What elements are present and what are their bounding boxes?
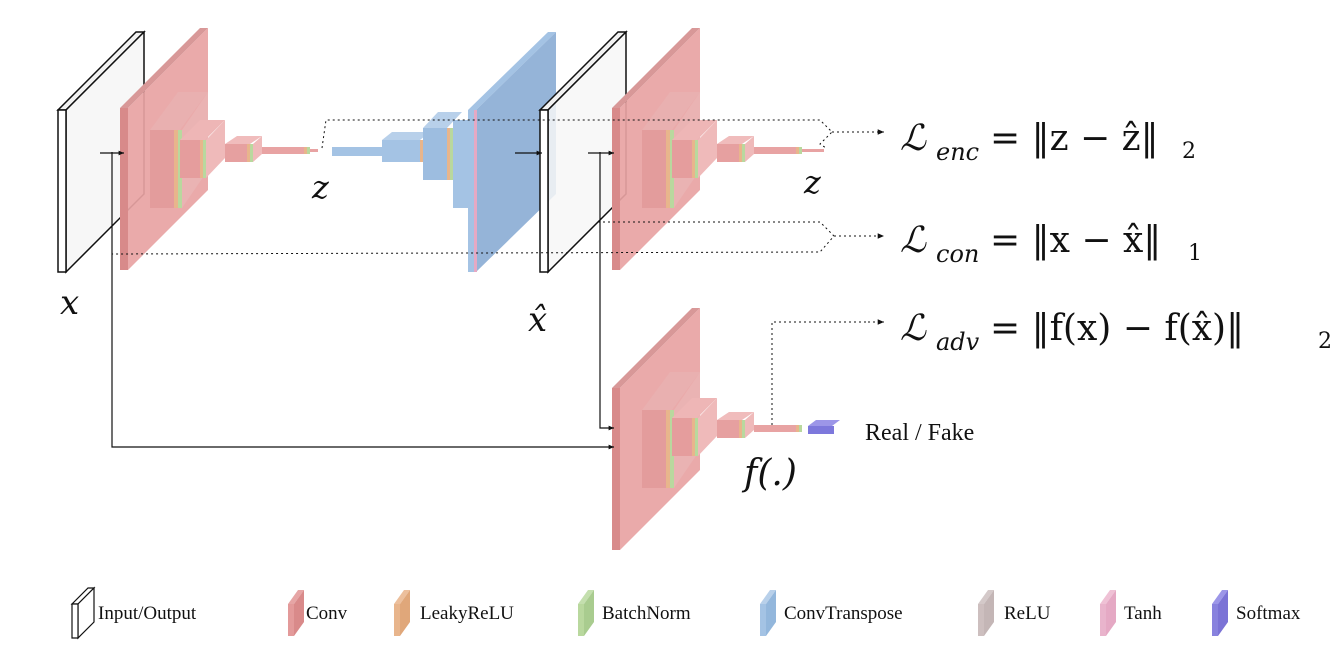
label-z-hat-encoder: z — [803, 163, 822, 201]
legend-label-conv: Conv — [306, 603, 348, 624]
legend-item-input-output: Input/Output — [70, 586, 197, 640]
loss-con: ℒ con = ‖x − x̂‖ 1 — [900, 220, 1202, 268]
loss-enc: ℒ enc = ‖z − ẑ‖ 2 — [900, 118, 1196, 166]
legend-label-leakyrelu: LeakyReLU — [420, 603, 514, 624]
legend-label-relu: ReLU — [1004, 603, 1051, 624]
label-f: f(.) — [741, 453, 797, 494]
legend-label-batchnorm: BatchNorm — [602, 603, 691, 624]
discriminator — [612, 308, 840, 550]
loss-adv-rhs: = ‖f(x) − f(x̂)‖ — [990, 308, 1244, 349]
legend-item-batchnorm: BatchNorm — [578, 590, 691, 636]
legend-label-softmax: Softmax — [1236, 603, 1301, 624]
label-x: x — [60, 283, 79, 323]
loss-enc-subscript: enc — [936, 138, 979, 166]
legend-item-leakyrelu: LeakyReLU — [394, 590, 514, 636]
loss-enc-rhs: = ‖z − ẑ‖ — [990, 118, 1159, 159]
label-x-hat: x̂ — [528, 300, 547, 340]
legend: Input/Output Conv LeakyReLU BatchNorm Co… — [70, 586, 1301, 640]
loss-enc-norm: 2 — [1182, 139, 1196, 164]
loss-enc-symbol: ℒ — [900, 118, 927, 159]
loss-con-symbol: ℒ — [900, 220, 927, 261]
loss-adv: ℒ adv = ‖f(x) − f(x̂)‖ 2 — [900, 308, 1332, 356]
output-x-hat-slab — [538, 30, 628, 274]
softmax-block — [808, 426, 834, 434]
loss-con-subscript: con — [936, 240, 979, 268]
legend-item-conv: Conv — [288, 590, 348, 636]
label-z-encoder: z — [311, 168, 330, 206]
encoder-1 — [120, 28, 318, 270]
loss-adv-norm: 2 — [1318, 329, 1332, 354]
legend-label-input-output: Input/Output — [98, 603, 197, 624]
legend-item-convtranspose: ConvTranspose — [760, 590, 903, 636]
loss-adv-subscript: adv — [936, 328, 980, 356]
legend-item-softmax: Softmax — [1212, 590, 1301, 636]
legend-item-relu: ReLU — [978, 590, 1051, 636]
loss-adv-symbol: ℒ — [900, 308, 927, 349]
legend-label-convtranspose: ConvTranspose — [784, 603, 903, 624]
encoder-2 — [612, 28, 824, 270]
legend-label-tanh: Tanh — [1124, 603, 1162, 624]
connections — [100, 119, 884, 450]
legend-item-tanh: Tanh — [1100, 590, 1162, 636]
label-real-fake: Real / Fake — [865, 420, 974, 446]
loss-con-norm: 1 — [1188, 241, 1202, 266]
loss-con-rhs: = ‖x − x̂‖ — [990, 220, 1161, 261]
decoder — [332, 32, 556, 272]
